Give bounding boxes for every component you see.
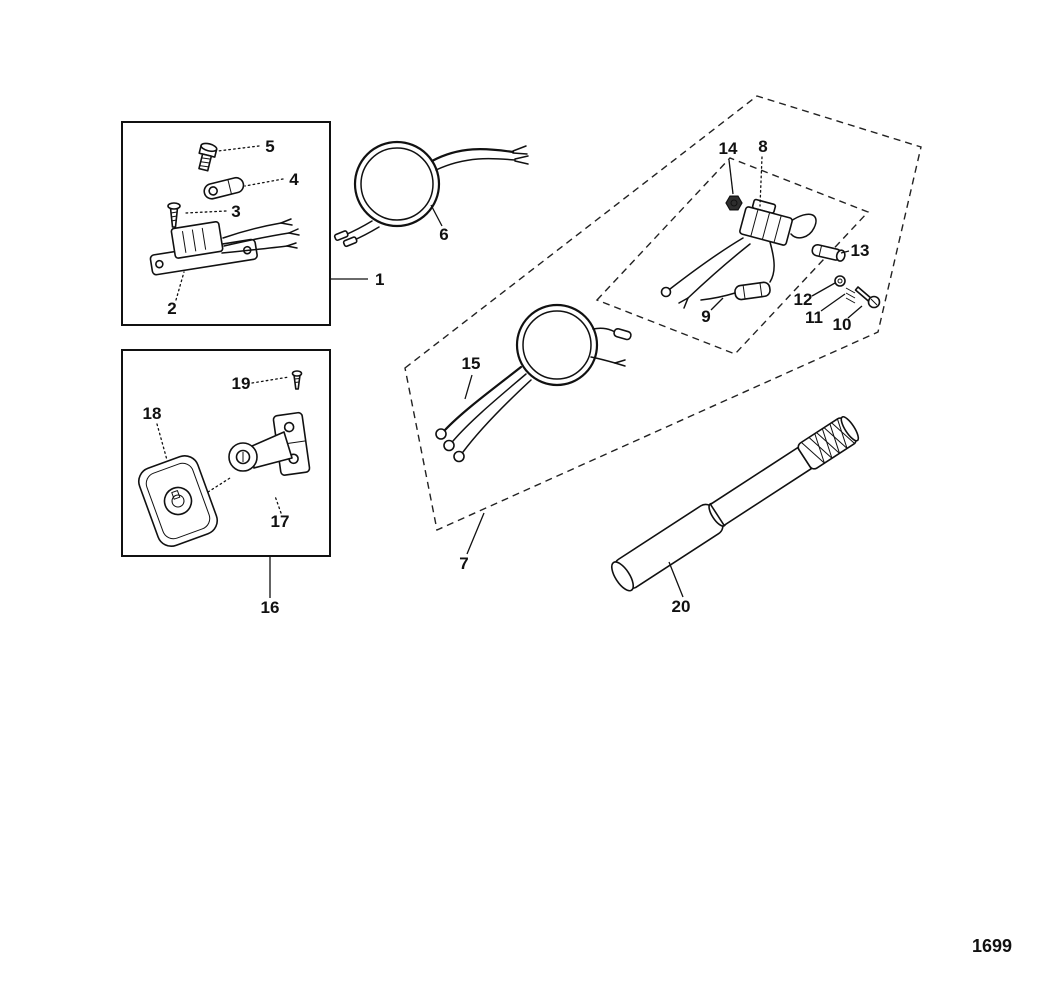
part-17-switch-body [228, 411, 311, 476]
part-5-screw [198, 142, 218, 172]
callout-15: 15 [462, 354, 481, 373]
leader-callout-17 [274, 495, 282, 514]
inner-dashed-region [595, 157, 870, 355]
outer-dashed-region [404, 95, 922, 531]
leader-callout-19 [251, 376, 290, 384]
part-14-nut [725, 195, 743, 211]
leader-callout-10 [847, 305, 863, 319]
part-13-sleeve [811, 243, 846, 262]
part-2-switch [149, 218, 300, 276]
callout-13: 13 [851, 241, 870, 260]
part-10-screw [854, 286, 881, 309]
leader-callout-15 [464, 374, 473, 400]
part-group-box-1 [121, 121, 331, 326]
assembly-alignment-line [207, 477, 231, 493]
callout-4: 4 [289, 170, 299, 189]
part-6-lanyard [333, 140, 529, 248]
callout-3: 3 [231, 202, 240, 221]
page-number: 1699 [972, 936, 1012, 956]
part-18-bezel [137, 455, 219, 547]
part-19-screw [291, 370, 303, 390]
leader-callout-3 [185, 210, 227, 214]
leader-callout-9 [710, 297, 724, 311]
callout-17: 17 [271, 512, 290, 531]
leader-callout-14 [728, 159, 734, 195]
callout-16: 16 [261, 598, 280, 617]
callout-20: 20 [672, 597, 691, 616]
callout-8: 8 [758, 137, 767, 156]
leader-callout-13 [840, 250, 850, 254]
leader-callout-8 [759, 156, 763, 207]
leader-callout-18 [156, 423, 168, 461]
leader-callout-6 [430, 204, 443, 227]
part-9-fuse [700, 281, 771, 301]
callout-12: 12 [794, 290, 813, 309]
callout-6: 6 [439, 225, 448, 244]
callout-10: 10 [833, 315, 852, 334]
part-12-washer [834, 275, 846, 287]
callout-5: 5 [265, 137, 274, 156]
leader-callout-4 [244, 178, 284, 187]
leader-callout-11 [820, 293, 846, 312]
callout-9: 9 [701, 307, 710, 326]
leader-callout-2 [175, 271, 185, 301]
callout-18: 18 [143, 404, 162, 423]
part-3-screw [167, 202, 181, 228]
part-20-handle [610, 415, 860, 592]
callout-1: 1 [375, 270, 384, 289]
part-group-box-16 [121, 349, 331, 557]
leader-callout-5 [217, 145, 260, 152]
callout-2: 2 [167, 299, 176, 318]
callout-7: 7 [459, 554, 468, 573]
part-8-terminal-block [660, 198, 817, 309]
part-11-spring [845, 287, 856, 304]
part-4-clamp [203, 176, 245, 200]
callout-14: 14 [719, 139, 738, 158]
callout-19: 19 [232, 374, 251, 393]
part-15-harness [435, 303, 632, 463]
callout-11: 11 [805, 308, 823, 327]
leader-callout-12 [811, 282, 836, 297]
leader-callout-20 [668, 561, 684, 598]
leader-callout-7 [466, 512, 485, 555]
